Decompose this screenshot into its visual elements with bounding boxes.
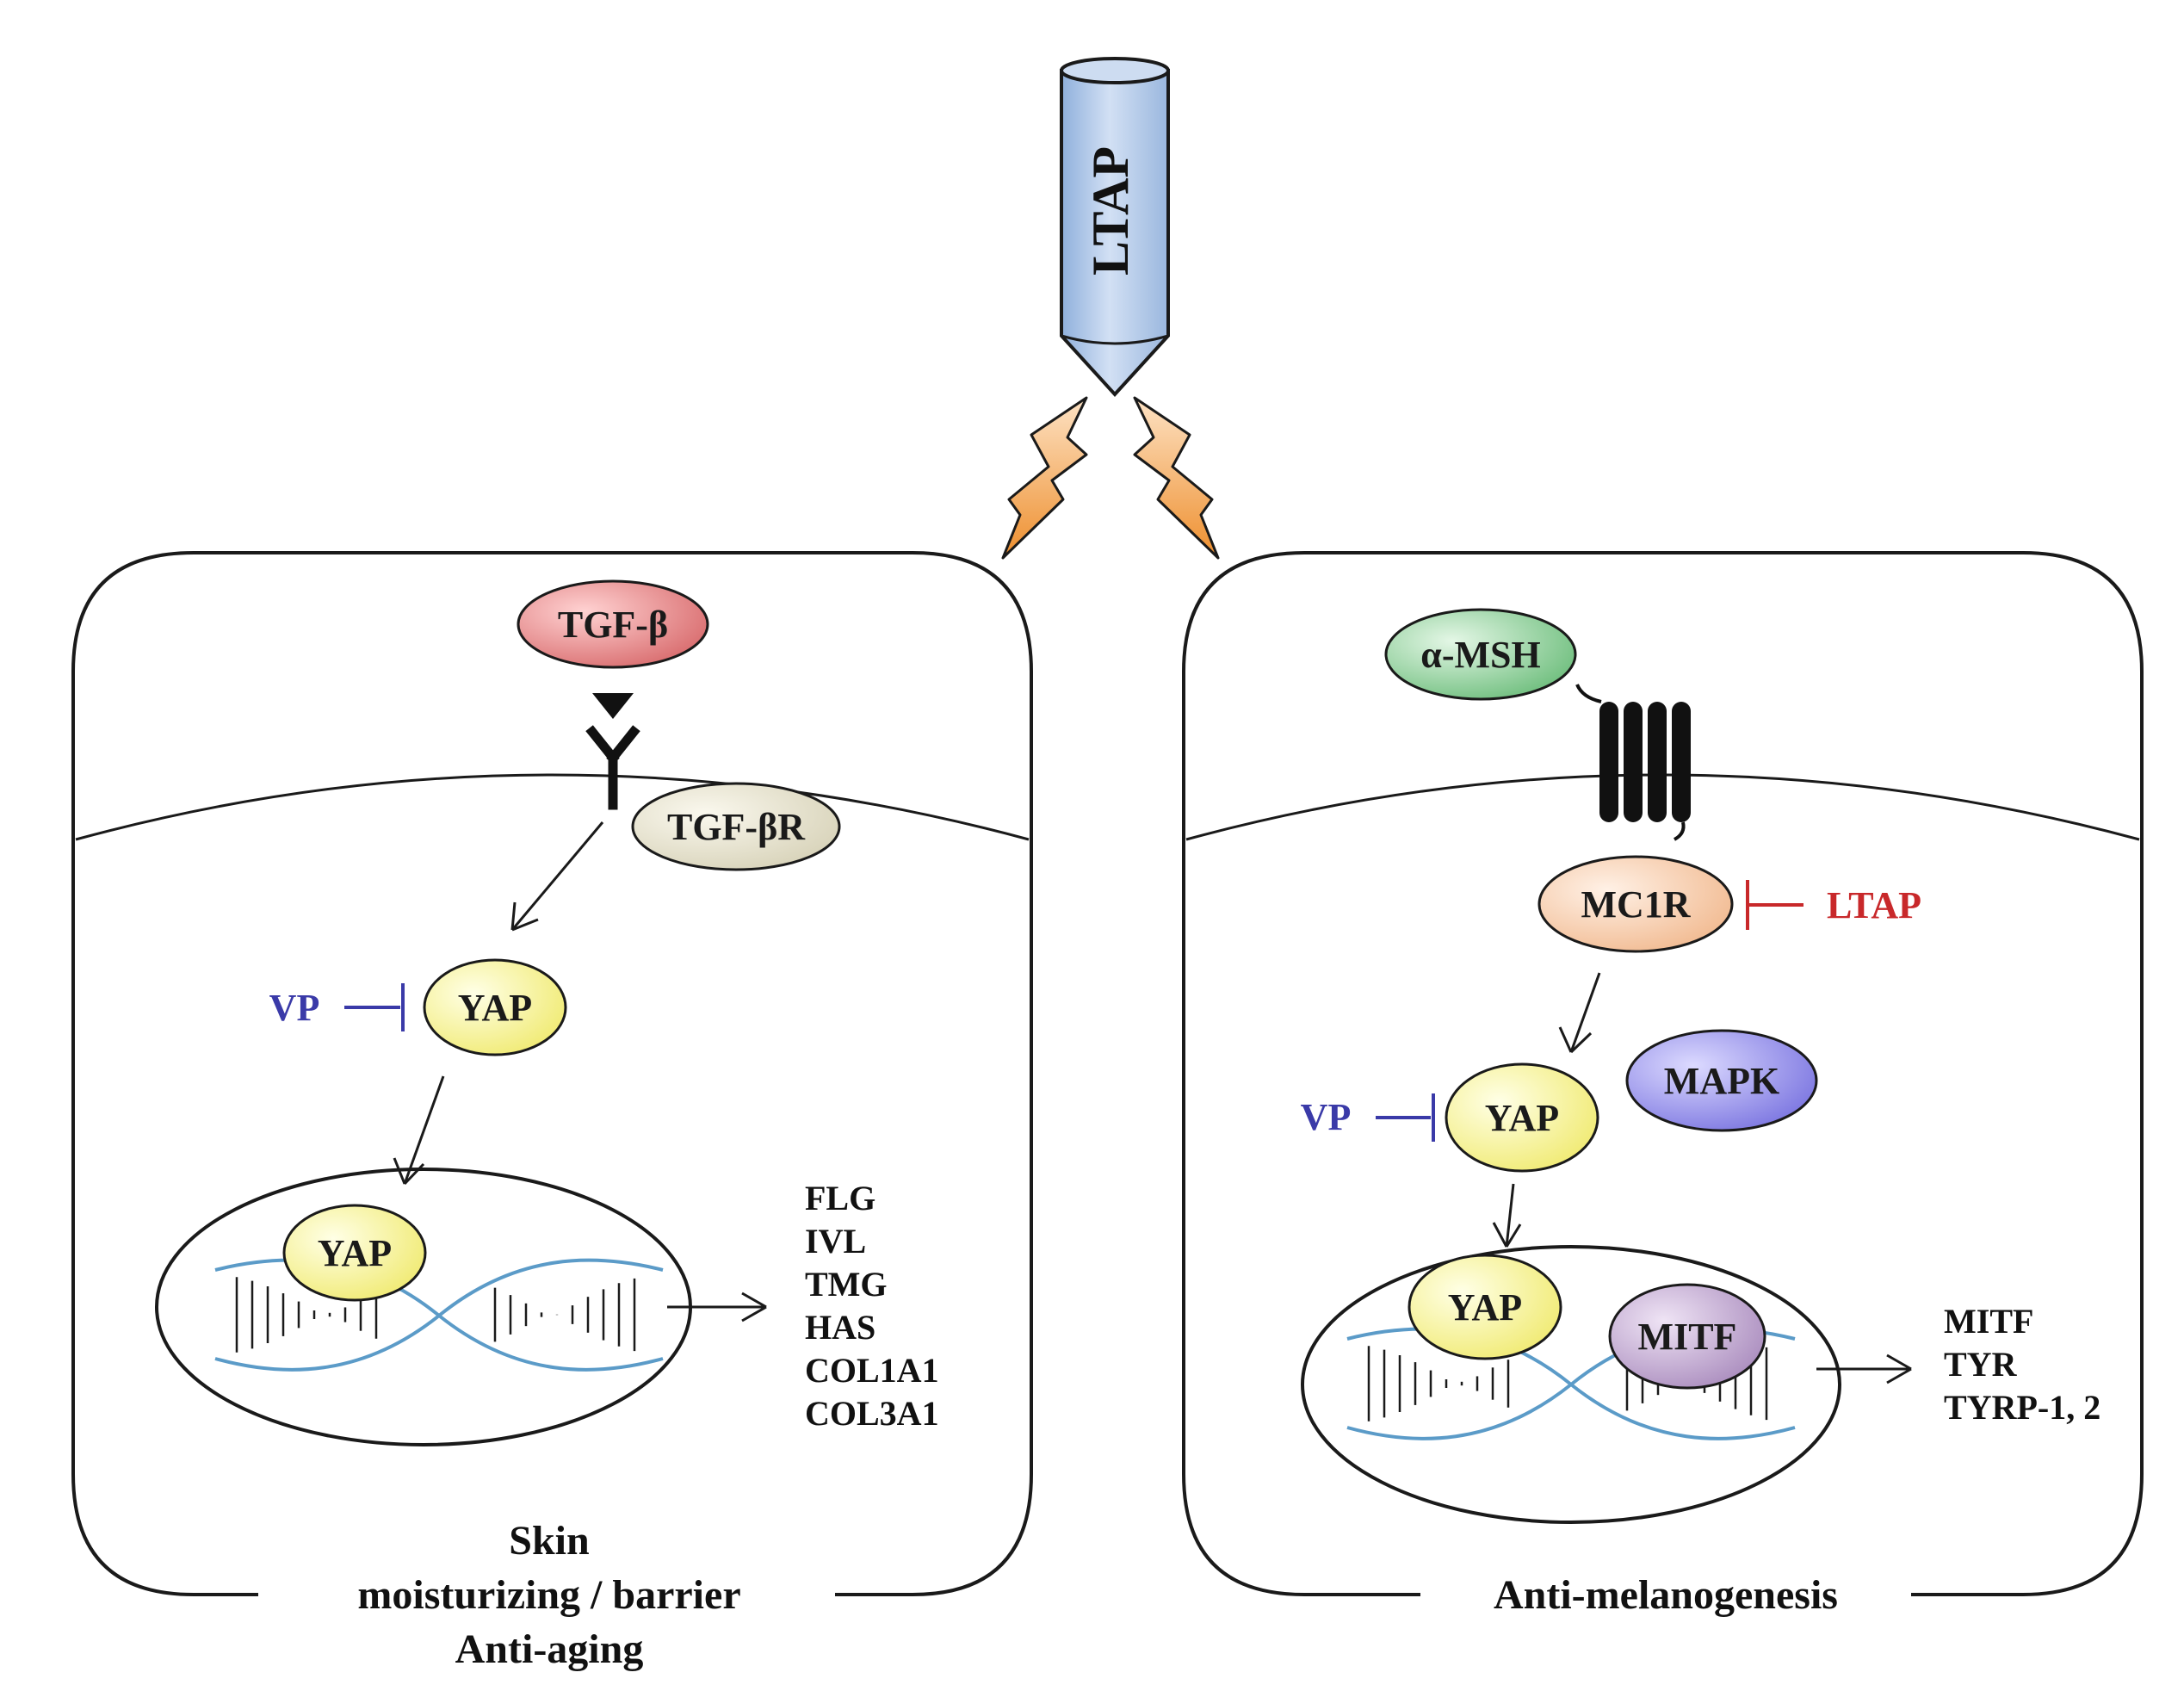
gene-item: TYRP-1, 2 [1944,1388,2100,1427]
gene-item: TYR [1944,1345,2018,1384]
right-gene-list: MITF TYR TYRP-1, 2 [1944,1302,2100,1427]
left-dna-helix [214,1258,664,1372]
gene-item: FLG [805,1179,875,1217]
right-outcome-line-1: Anti-melanogenesis [1494,1572,1838,1618]
gene-item: MITF [1944,1302,2033,1341]
right-cell: α-MSH MC1R LTAP MAPK VP YAP [1182,551,2144,1618]
gene-item: COL3A1 [805,1394,939,1433]
tgf-beta-label: TGF-β [558,604,668,646]
right-spark-icon [1133,396,1220,560]
gene-item: COL1A1 [805,1351,939,1390]
mitf-label: MITF [1638,1316,1737,1358]
alpha-msh-label: α-MSH [1420,634,1540,676]
left-outcome-line-3: Anti-aging [455,1626,644,1672]
left-outcome-line-2: moisturizing / barrier [357,1572,740,1618]
right-nucleus-yap-label: YAP [1448,1286,1522,1329]
right-nucleus [1301,1245,1841,1524]
right-yap-label: YAP [1485,1097,1559,1139]
left-cell: TGF-β TGF-βR VP YAP YAP [71,551,1033,1672]
device-label: LTAP [1082,146,1139,276]
gene-item: HAS [805,1308,875,1347]
mc1r-label: MC1R [1581,883,1691,926]
ligand-triangle-icon [592,693,634,719]
left-nucleus-yap-label: YAP [318,1232,392,1274]
receptor-y-icon [585,725,640,810]
left-yap-label: YAP [458,987,532,1029]
gene-item: TMG [805,1265,888,1304]
gpcr-receptor-icon [1575,684,1691,841]
left-spark-icon [1001,396,1088,560]
left-outcome-line-1: Skin [509,1518,589,1564]
left-cell-membrane [75,773,1030,841]
tgf-beta-r-label: TGF-βR [667,806,806,848]
ltap-device: LTAP [1060,57,1170,397]
mapk-label: MAPK [1664,1060,1779,1102]
left-gene-list: FLG IVL TMG HAS COL1A1 COL3A1 [805,1179,939,1433]
gene-item: IVL [805,1222,866,1261]
left-vp-label: VP [269,987,320,1029]
right-vp-label: VP [1301,1096,1352,1138]
right-ltap-label: LTAP [1827,884,1921,926]
